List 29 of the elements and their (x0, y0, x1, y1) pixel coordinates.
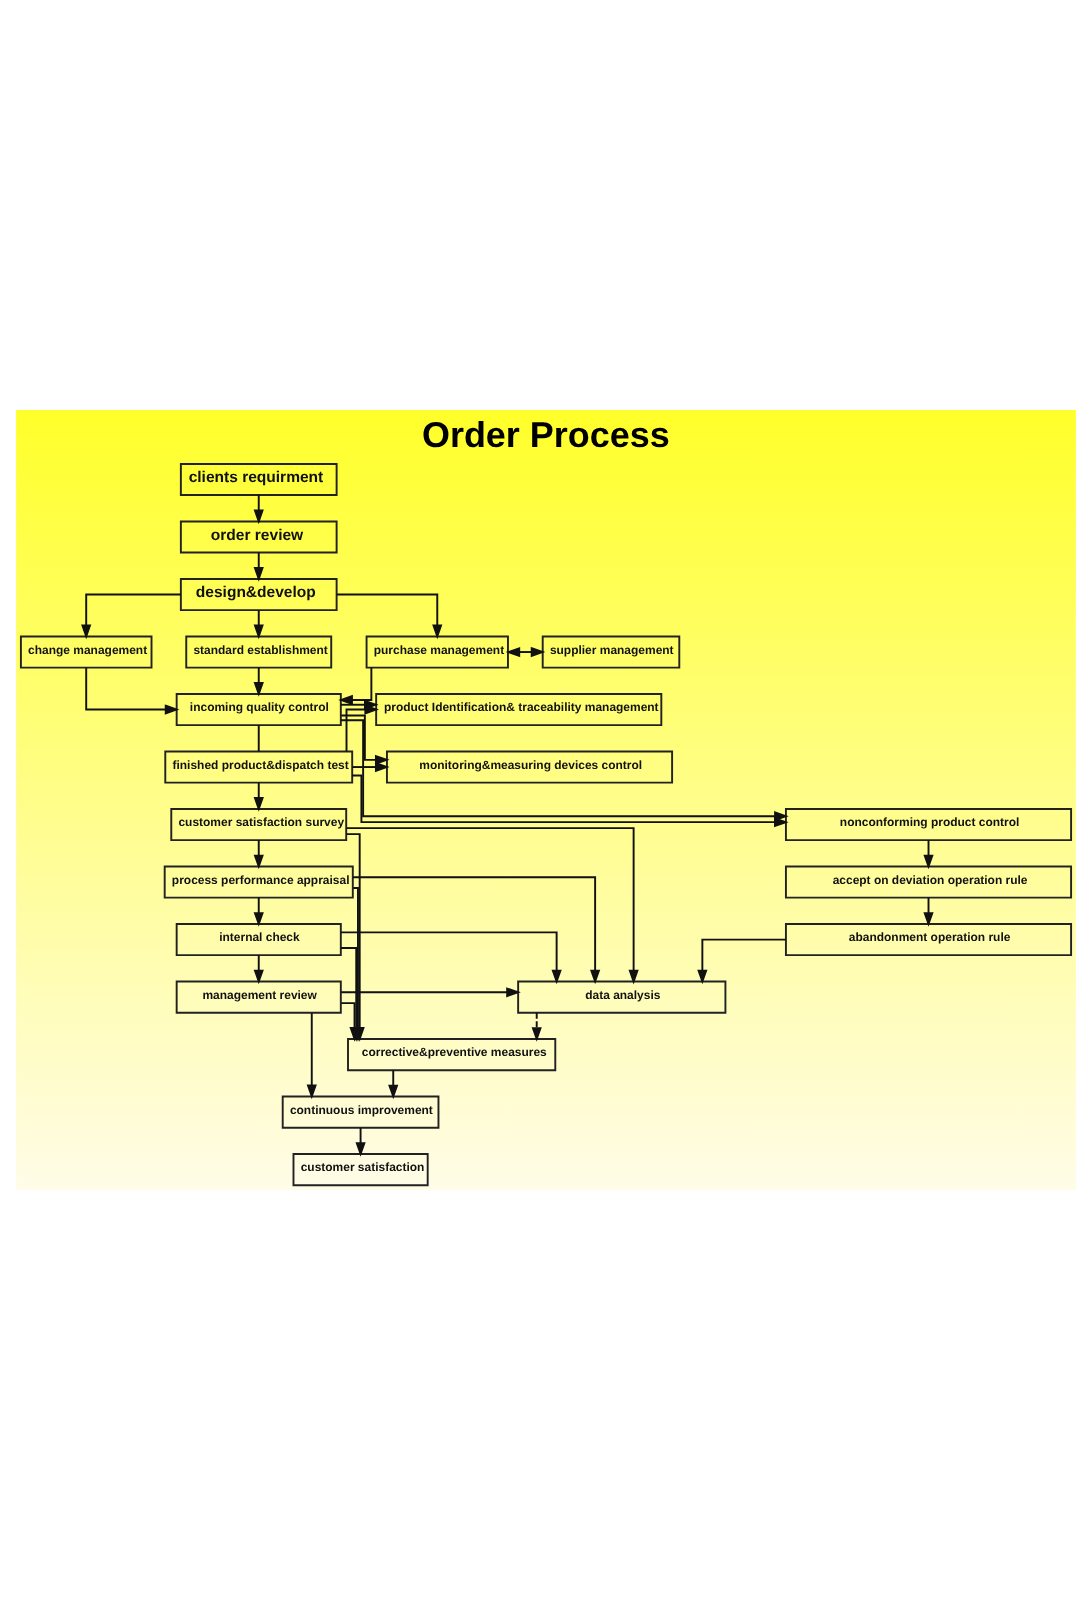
arrow (351, 774, 789, 828)
arrow (351, 876, 601, 985)
connector (257, 724, 260, 753)
arrow (340, 931, 562, 985)
arrow (340, 719, 789, 822)
arrow (306, 1012, 317, 1100)
arrow (253, 609, 264, 640)
arrow (531, 1011, 542, 1042)
arrow (355, 1126, 366, 1157)
arrow (253, 494, 264, 525)
arrow (81, 593, 182, 640)
arrow (345, 704, 379, 753)
arrow (253, 896, 264, 927)
arrow (253, 551, 264, 582)
arrow (338, 666, 373, 706)
arrow (253, 781, 264, 812)
arrow (351, 761, 390, 773)
arrow (253, 839, 264, 870)
arrow (340, 987, 521, 998)
arrow (345, 827, 639, 985)
arrow (388, 1069, 399, 1100)
arrow (336, 593, 443, 640)
diagram-title: Order Process (421, 415, 670, 456)
arrow (85, 666, 180, 715)
arrow (253, 954, 264, 985)
arrow (505, 646, 546, 658)
arrow (340, 714, 390, 765)
arrow (697, 938, 787, 985)
arrow (253, 666, 264, 697)
